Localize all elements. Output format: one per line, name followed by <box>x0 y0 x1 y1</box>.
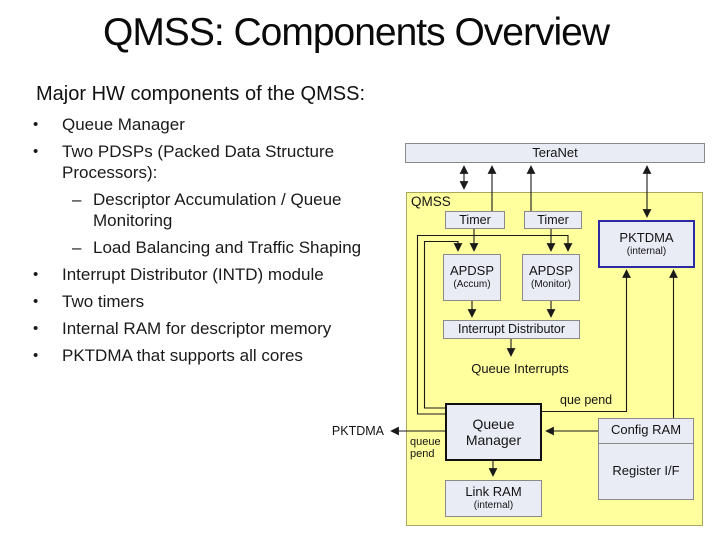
pktdma-internal-box: PKTDMA (internal) <box>598 220 695 268</box>
section-heading: Major HW components of the QMSS: <box>36 83 366 105</box>
bullet-item: • Two PDSPs (Packed Data Structure <box>0 141 402 162</box>
interrupt-distributor-label: Interrupt Distributor <box>458 322 565 337</box>
apdsp-monitor-label: APDSP <box>528 263 574 279</box>
teranet-label: TeraNet <box>532 144 578 160</box>
config-register-box: Config RAM Register I/F <box>598 418 694 500</box>
timer2-label: Timer <box>537 212 569 227</box>
bullet-item: • Two timers <box>0 291 402 312</box>
slide-title: QMSS: Components Overview <box>102 11 610 54</box>
sub-bullet-item: –Load Balancing and Traffic Shaping <box>0 237 402 258</box>
interrupt-distributor-box: Interrupt Distributor <box>443 320 580 339</box>
bullet-list: • Queue Manager • Two PDSPs (Packed Data S… <box>0 114 402 366</box>
pktdma-internal-label: PKTDMA <box>619 229 674 245</box>
apdsp-monitor-sublabel: (Monitor) <box>530 279 571 291</box>
apdsp-accum-label: APDSP <box>449 263 495 279</box>
link-ram-box: Link RAM (internal) <box>445 480 542 517</box>
dash-marker: – <box>72 238 82 257</box>
sub-bullet-item: –Descriptor Accumulation / Queue <box>0 189 402 210</box>
queue-manager-label-line2: Manager <box>465 432 522 448</box>
teranet-box: TeraNet <box>405 143 705 163</box>
dash-marker: – <box>72 190 82 209</box>
pktdma-external-label: PKTDMA <box>331 424 384 438</box>
queue-pend-left-line1: queue <box>410 436 441 448</box>
bullet-item-continuation: Processors): <box>0 162 402 183</box>
queue-manager-box: Queue Manager <box>445 403 542 461</box>
pktdma-internal-sublabel: (internal) <box>626 245 667 257</box>
qmss-label: QMSS <box>411 194 451 209</box>
timer2-box: Timer <box>524 211 582 229</box>
bullet-marker: • <box>33 143 39 160</box>
link-ram-label: Link RAM <box>465 484 522 500</box>
config-ram-cell: Config RAM <box>599 419 693 444</box>
register-if-label: Register I/F <box>612 462 680 478</box>
bullet-text: Monitoring <box>93 211 173 230</box>
timer1-label: Timer <box>459 212 491 227</box>
apdsp-monitor-box: APDSP (Monitor) <box>522 254 580 301</box>
apdsp-accum-box: APDSP (Accum) <box>443 254 501 301</box>
bullet-item: • Internal RAM for descriptor memory <box>0 318 402 339</box>
bullet-item: • PKTDMA that supports all cores <box>0 345 402 366</box>
queue-manager-label-line1: Queue <box>472 415 515 432</box>
bullet-text: Internal RAM for descriptor memory <box>62 319 332 338</box>
bullet-text: Two timers <box>62 292 145 311</box>
bullet-marker: • <box>33 347 39 364</box>
bullet-marker: • <box>33 116 39 133</box>
que-pend-label: que pend <box>560 393 613 407</box>
timer1-box: Timer <box>445 211 505 229</box>
register-if-cell: Register I/F <box>599 444 693 499</box>
link-ram-sublabel: (internal) <box>473 500 514 512</box>
bullet-text: Processors): <box>62 163 158 182</box>
bullet-text: PKTDMA that supports all cores <box>62 346 303 365</box>
bullet-item: • Queue Manager <box>0 114 402 135</box>
bullet-text: Interrupt Distributor (INTD) module <box>62 265 324 284</box>
config-ram-label: Config RAM <box>610 422 682 438</box>
queue-pend-left-label: queue pend <box>410 436 441 460</box>
bullet-marker: • <box>33 293 39 310</box>
bullet-text: Descriptor Accumulation / Queue <box>93 190 342 209</box>
bullet-text: Queue Manager <box>62 115 185 134</box>
queue-interrupts-label: Queue Interrupts <box>471 361 569 376</box>
queue-pend-left-line2: pend <box>410 447 435 460</box>
bullet-marker: • <box>33 320 39 337</box>
apdsp-accum-sublabel: (Accum) <box>453 279 491 291</box>
bullet-text: Load Balancing and Traffic Shaping <box>93 238 362 257</box>
bullet-marker: • <box>33 266 39 283</box>
sub-bullet-item-continuation: Monitoring <box>0 210 402 231</box>
bullet-text: Two PDSPs (Packed Data Structure <box>62 142 335 161</box>
bullet-item: • Interrupt Distributor (INTD) module <box>0 264 402 285</box>
